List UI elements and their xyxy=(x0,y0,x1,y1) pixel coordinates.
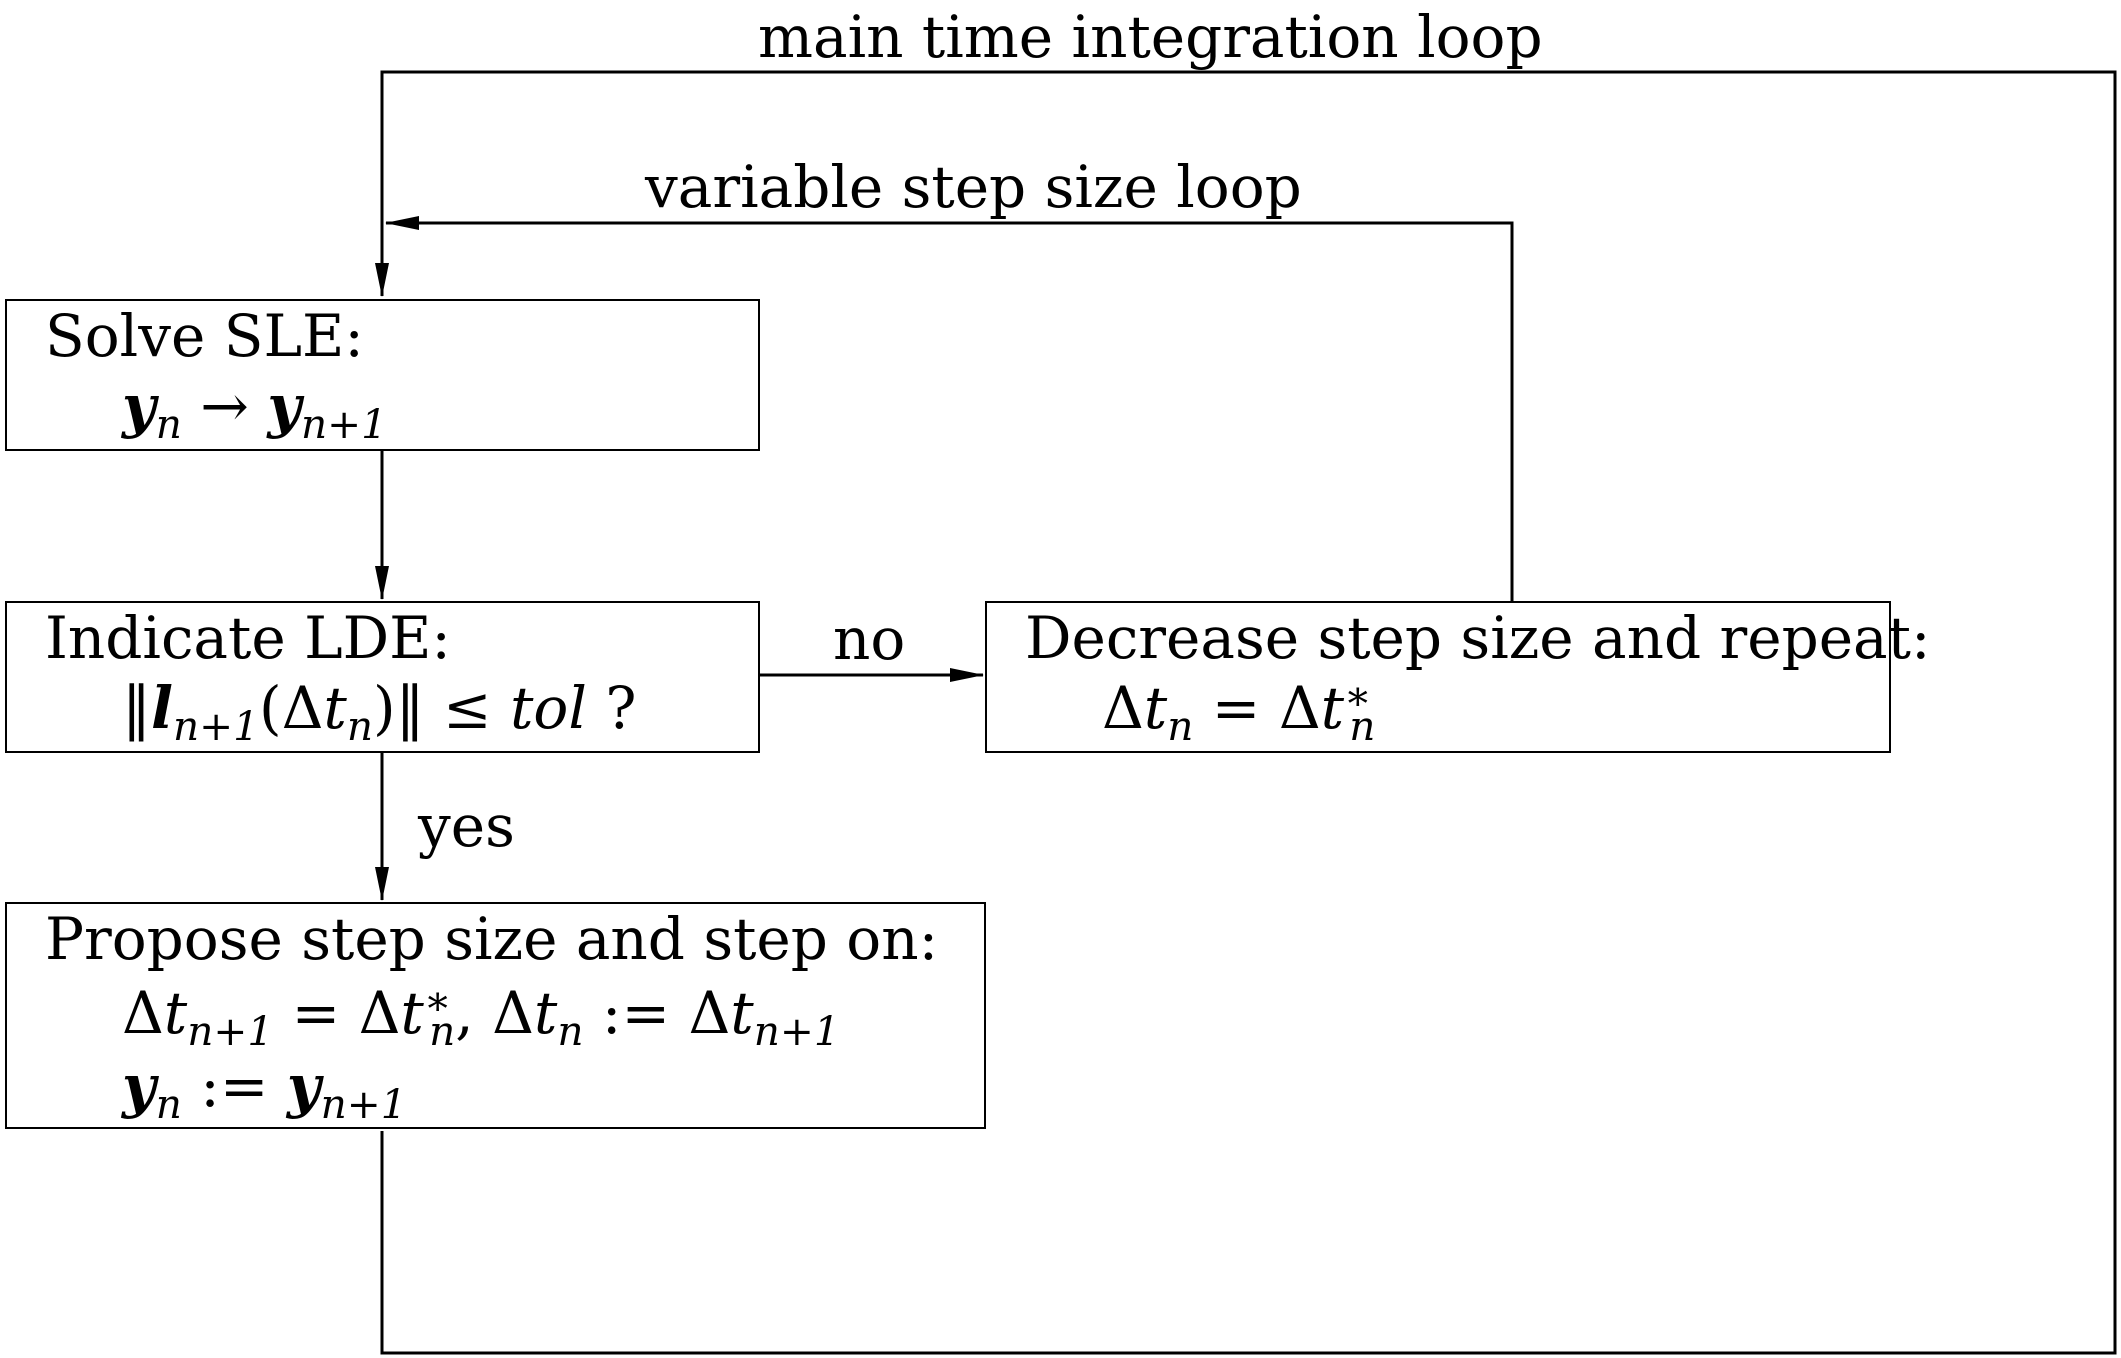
propose-step-title: Propose step size and step on: xyxy=(45,905,939,973)
variable-loop-path xyxy=(385,216,1514,601)
edge-label-no: no xyxy=(833,605,906,673)
solve-sle-box: Solve SLE: yn → yn+1 xyxy=(5,299,760,451)
decrease-step-title: Decrease step size and repeat: xyxy=(1025,604,1931,672)
solve-sle-title: Solve SLE: xyxy=(45,302,364,370)
indicate-lde-title: Indicate LDE: xyxy=(45,604,451,672)
solve-sle-equation: yn → yn+1 xyxy=(122,372,387,449)
variable-loop-label: variable step size loop xyxy=(645,153,1302,221)
indicate-lde-box: Indicate LDE: ‖ln+1(Δtn)‖ ≤ tol ? xyxy=(5,601,760,753)
propose-step-update: yn := yn+1 xyxy=(122,1052,407,1129)
decrease-step-equation: Δtn = Δt∗n xyxy=(1102,671,1376,751)
propose-step-equation: Δtn+1 = Δt∗n, Δtn := Δtn+1 xyxy=(122,976,840,1056)
edge-label-yes: yes xyxy=(418,792,515,860)
propose-step-box: Propose step size and step on: Δtn+1 = Δ… xyxy=(5,902,986,1129)
indicate-lde-condition: ‖ln+1(Δtn)‖ ≤ tol ? xyxy=(122,674,637,751)
main-loop-label: main time integration loop xyxy=(758,3,1543,71)
main-loop-path xyxy=(375,70,2117,1355)
decrease-step-box: Decrease step size and repeat: Δtn = Δt∗… xyxy=(985,601,1931,753)
